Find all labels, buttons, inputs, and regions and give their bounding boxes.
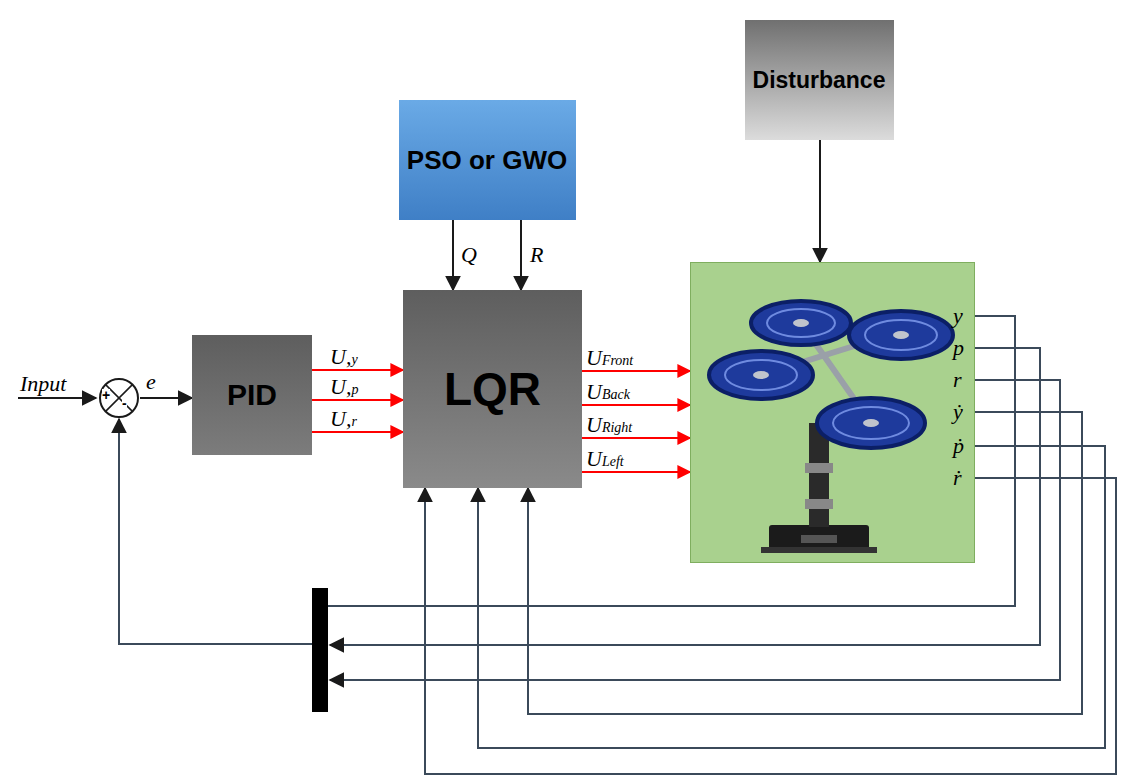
signal-label: U,r <box>330 407 357 434</box>
signal-line <box>452 220 454 290</box>
control-signal <box>312 369 403 371</box>
pid-block: PID <box>192 335 312 455</box>
rotor-ring <box>865 320 937 350</box>
output-signal: ẏ <box>953 401 963 423</box>
control-signal <box>582 370 690 372</box>
block-title: PSO or GWO <box>407 145 567 176</box>
rotor <box>817 398 925 448</box>
rotor-hub <box>753 371 769 379</box>
rotor <box>709 351 813 399</box>
rotor-guard <box>709 351 813 399</box>
output-signal: r <box>953 369 962 391</box>
summing-junction: +- <box>98 377 140 419</box>
drone-illustration <box>691 263 976 564</box>
rotor-hub <box>793 319 809 327</box>
rotor-hub <box>863 419 879 427</box>
output-signal: y <box>953 305 963 327</box>
rotor <box>751 301 851 345</box>
signal-line <box>819 140 821 262</box>
rotor <box>849 311 953 359</box>
sign-symbol: + <box>102 389 110 401</box>
rotor-ring <box>725 360 797 390</box>
block-title: LQR <box>444 362 541 416</box>
rotor-guard <box>849 311 953 359</box>
output-signal: ṗ <box>953 435 964 457</box>
signal-label: UFront <box>586 346 633 373</box>
output-signal: ṙ <box>953 467 962 489</box>
signal-label: U,y <box>330 345 358 372</box>
mux-bar <box>312 588 328 712</box>
stand-foot <box>761 547 877 553</box>
input-wire <box>18 397 96 399</box>
signal-label: ULeft <box>586 447 624 474</box>
rotor-hub <box>893 331 909 339</box>
sign-symbol: - <box>122 397 127 409</box>
rotor-ring <box>833 407 909 439</box>
control-signal <box>312 399 403 401</box>
optimizer-box: PSO or GWO <box>399 100 576 220</box>
signal-label: UBack <box>586 380 630 407</box>
signal-label: Q <box>461 243 477 267</box>
input-label: Input <box>20 372 66 396</box>
signal-label: U,p <box>330 375 358 402</box>
signal-line <box>520 220 522 290</box>
control-signal <box>582 437 690 439</box>
control-signal <box>582 404 690 406</box>
junction-circle <box>100 379 138 417</box>
block-title: Disturbance <box>753 67 886 94</box>
rotor-guard <box>751 301 851 345</box>
signal-label: e <box>146 370 156 394</box>
signal-label: URight <box>586 413 632 440</box>
output-signal: p <box>953 337 964 359</box>
control-signal <box>312 431 403 433</box>
block-title: PID <box>227 378 277 412</box>
signal-line <box>140 397 192 399</box>
plant-box: yprẏṗṙ <box>690 262 975 563</box>
pole-clamp <box>805 463 833 473</box>
pole-clamp <box>805 499 833 509</box>
rotor-guard <box>817 398 925 448</box>
rotor-ring <box>767 309 835 337</box>
stand-panel <box>801 535 837 543</box>
lqr-block: LQR <box>403 290 582 488</box>
signal-label: R <box>530 243 543 267</box>
disturbance-box: Disturbance <box>745 20 894 140</box>
control-signal <box>582 471 690 473</box>
